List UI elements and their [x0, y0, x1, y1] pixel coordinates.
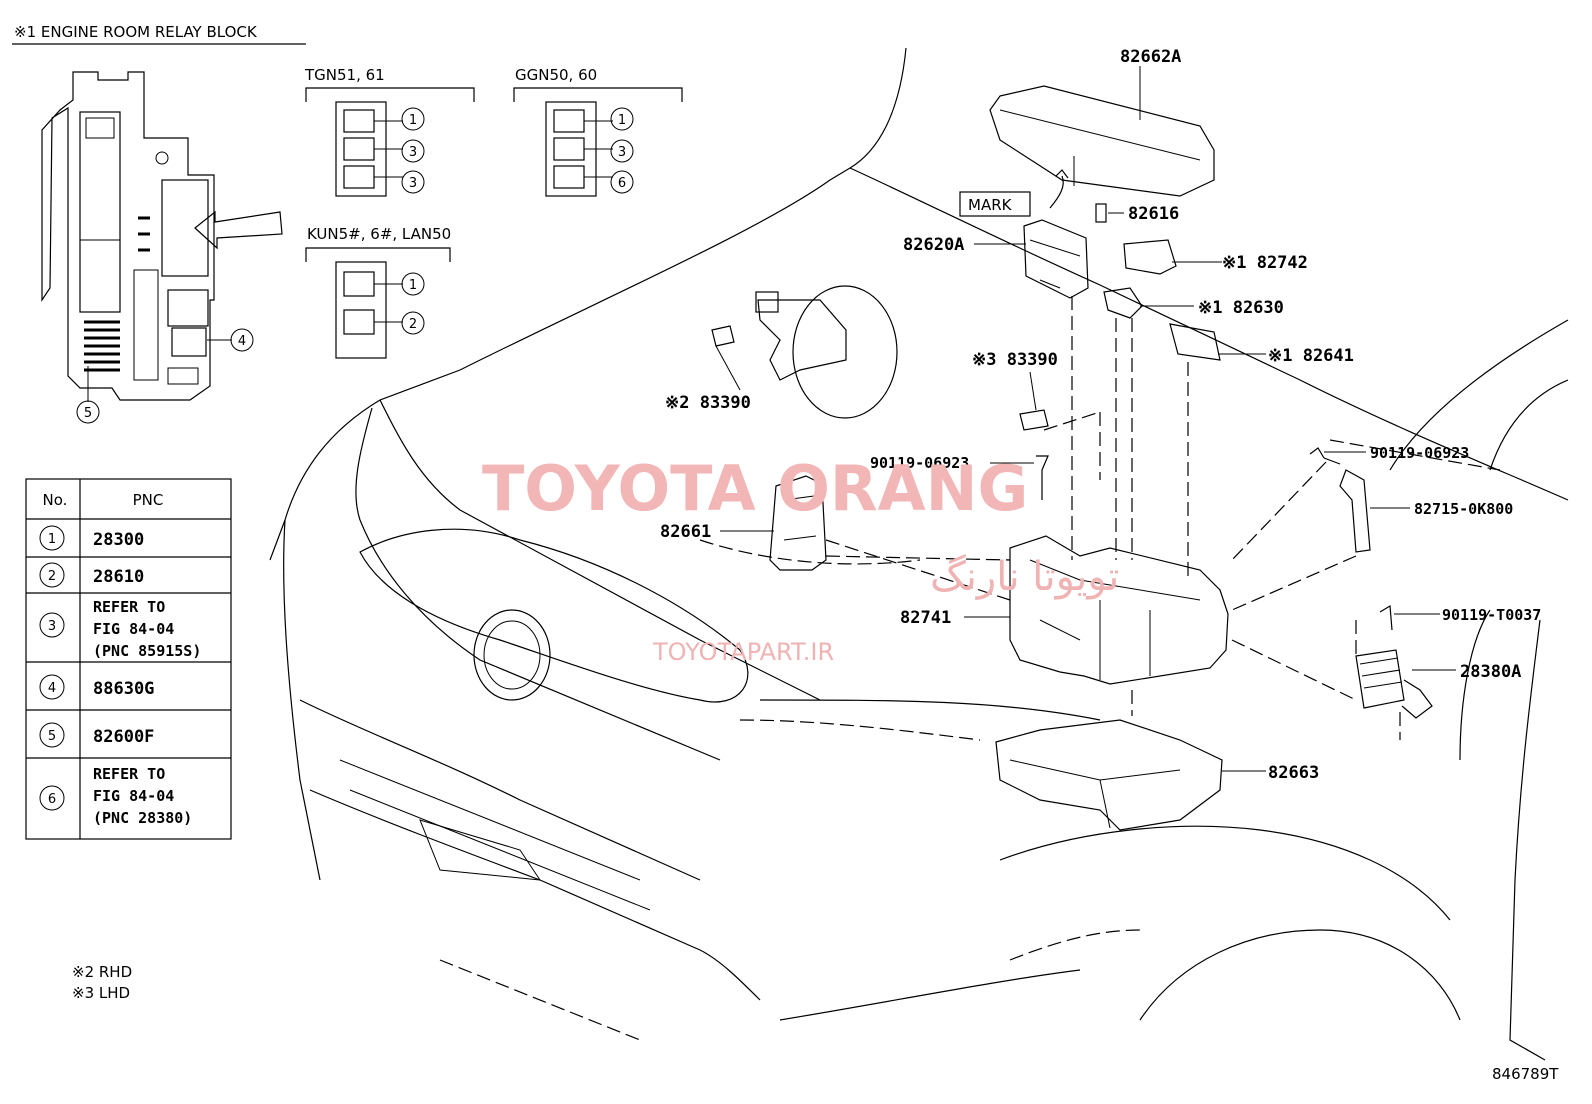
table-row-6-pnc-line3: (PNC 28380): [93, 809, 192, 827]
mark-arrowhead: [1055, 169, 1069, 179]
bolt-90119-T0037-shape: [1379, 604, 1393, 631]
label-82662A: 82662A: [1120, 47, 1181, 67]
table-row-1-pnc: 28300: [93, 530, 144, 550]
diagram-title: ※1 ENGINE ROOM RELAY BLOCK: [14, 23, 258, 41]
table-row-3-pnc-line3: (PNC 85915S): [93, 642, 201, 660]
box-82663: [995, 719, 1223, 831]
callout-5-text: 5: [84, 406, 92, 421]
mark-box: [959, 191, 1031, 217]
label-90119-06923-b: 90119-06923: [1370, 444, 1469, 462]
watermark-main: TOYOTA ORANG: [482, 452, 1028, 525]
label-82630: ※1 82630: [1198, 298, 1284, 318]
relay-block-drawing: 4 5: [41, 71, 283, 424]
sensor-83390-rhd-shape: [711, 325, 735, 347]
variant-kun-circle-2: 2: [409, 317, 417, 332]
sensor-83390-lhd-shape: [1019, 409, 1049, 431]
table-row-2-pnc: 28610: [93, 567, 144, 587]
variant-tgn-circle-2: 3: [409, 145, 417, 160]
label-83390-lhd: ※3 83390: [972, 350, 1058, 370]
label-90119-06923-a: 90119-06923: [870, 454, 969, 472]
label-90119-T0037: 90119-T0037: [1442, 606, 1541, 624]
note-lhd: ※3 LHD: [72, 984, 130, 1002]
label-82741: 82741: [900, 608, 951, 628]
label-82620A: 82620A: [903, 235, 964, 255]
label-82616: 82616: [1128, 204, 1179, 224]
label-82715: 82715-0K800: [1414, 500, 1513, 518]
variant-ggn-circle-2: 3: [618, 145, 626, 160]
table-row-3-pnc-line2: FIG 84-04: [93, 620, 174, 638]
table-row-2-no: 2: [48, 569, 56, 584]
label-82641: ※1 82641: [1268, 346, 1354, 366]
label-83390-rhd: ※2 83390: [665, 393, 751, 413]
table-row-3-pnc-line1: REFER TO: [93, 598, 165, 616]
brake-booster: [755, 285, 898, 419]
vehicle-outline: [269, 47, 1569, 1061]
box-82741: [1009, 535, 1229, 685]
part-82616-shape: [1095, 203, 1107, 223]
variant-kun-label: KUN5#, 6#, LAN50: [307, 225, 451, 243]
bolt-90119-06923-b-shape: [1309, 447, 1341, 465]
assembly-dashed-lines: [825, 296, 1501, 740]
callout-5-circle: [76, 400, 100, 424]
variant-ggn-circle-3: 6: [618, 176, 626, 191]
table-row-5-no: 5: [48, 729, 56, 744]
variant-ggn: GGN50, 60 1 3 6: [513, 66, 683, 197]
relay-block-82620A: [1023, 219, 1089, 299]
variant-tgn-circle-3: 3: [409, 176, 417, 191]
bracket-82661: [769, 475, 827, 571]
table-row-6-pnc-line2: FIG 84-04: [93, 787, 174, 805]
variant-kun-circle-1: 1: [409, 278, 417, 293]
variant-ggn-circle-1: 1: [618, 113, 626, 128]
pnc-table: No. PNC 1 28300 2 28610 3 REFER TO FIG 8…: [25, 478, 232, 840]
part-82742-shape: [1123, 239, 1177, 275]
label-28380A: 28380A: [1460, 662, 1521, 682]
table-row-1-no: 1: [48, 532, 56, 547]
table-row-3-no: 3: [48, 619, 56, 634]
note-rhd: ※2 RHD: [72, 963, 132, 981]
table-header-pnc: PNC: [133, 491, 164, 509]
bolt-90119-06923-a-shape: [1036, 455, 1049, 500]
part-82630-shape: [1103, 287, 1143, 319]
table-row-4-pnc: 88630G: [93, 679, 154, 699]
label-82663: 82663: [1268, 763, 1319, 783]
variant-kun: KUN5#, 6#, LAN50 1 2: [305, 225, 451, 359]
callout-4-text: 4: [238, 334, 246, 349]
part-82641-shape: [1169, 323, 1221, 361]
variant-tgn: TGN51, 61 1 3 3: [304, 66, 475, 197]
module-28380A: [1355, 649, 1433, 719]
mark-arrow: [1049, 175, 1064, 209]
watermark-url: TOYOTAPART.IR: [652, 638, 834, 666]
label-mark: MARK: [968, 196, 1013, 214]
figure-code: 846789T: [1492, 1065, 1559, 1083]
cover-82662A: [989, 66, 1215, 197]
label-82661: 82661: [660, 522, 711, 542]
variant-tgn-circle-1: 1: [409, 113, 417, 128]
table-row-6-pnc-line1: REFER TO: [93, 765, 165, 783]
callout-4-circle: [230, 328, 254, 352]
variant-ggn-label: GGN50, 60: [515, 66, 597, 84]
bracket-82715-shape: [1339, 469, 1371, 553]
table-row-4-no: 4: [48, 681, 56, 696]
variant-tgn-label: TGN51, 61: [304, 66, 385, 84]
watermark-persian: تویوتا نارنگ: [930, 554, 1119, 600]
table-row-6-no: 6: [48, 792, 56, 807]
table-header-no: No.: [43, 491, 68, 509]
table-row-5-pnc: 82600F: [93, 727, 154, 747]
fuse-slots: [84, 216, 150, 372]
label-82742: ※1 82742: [1222, 253, 1308, 273]
